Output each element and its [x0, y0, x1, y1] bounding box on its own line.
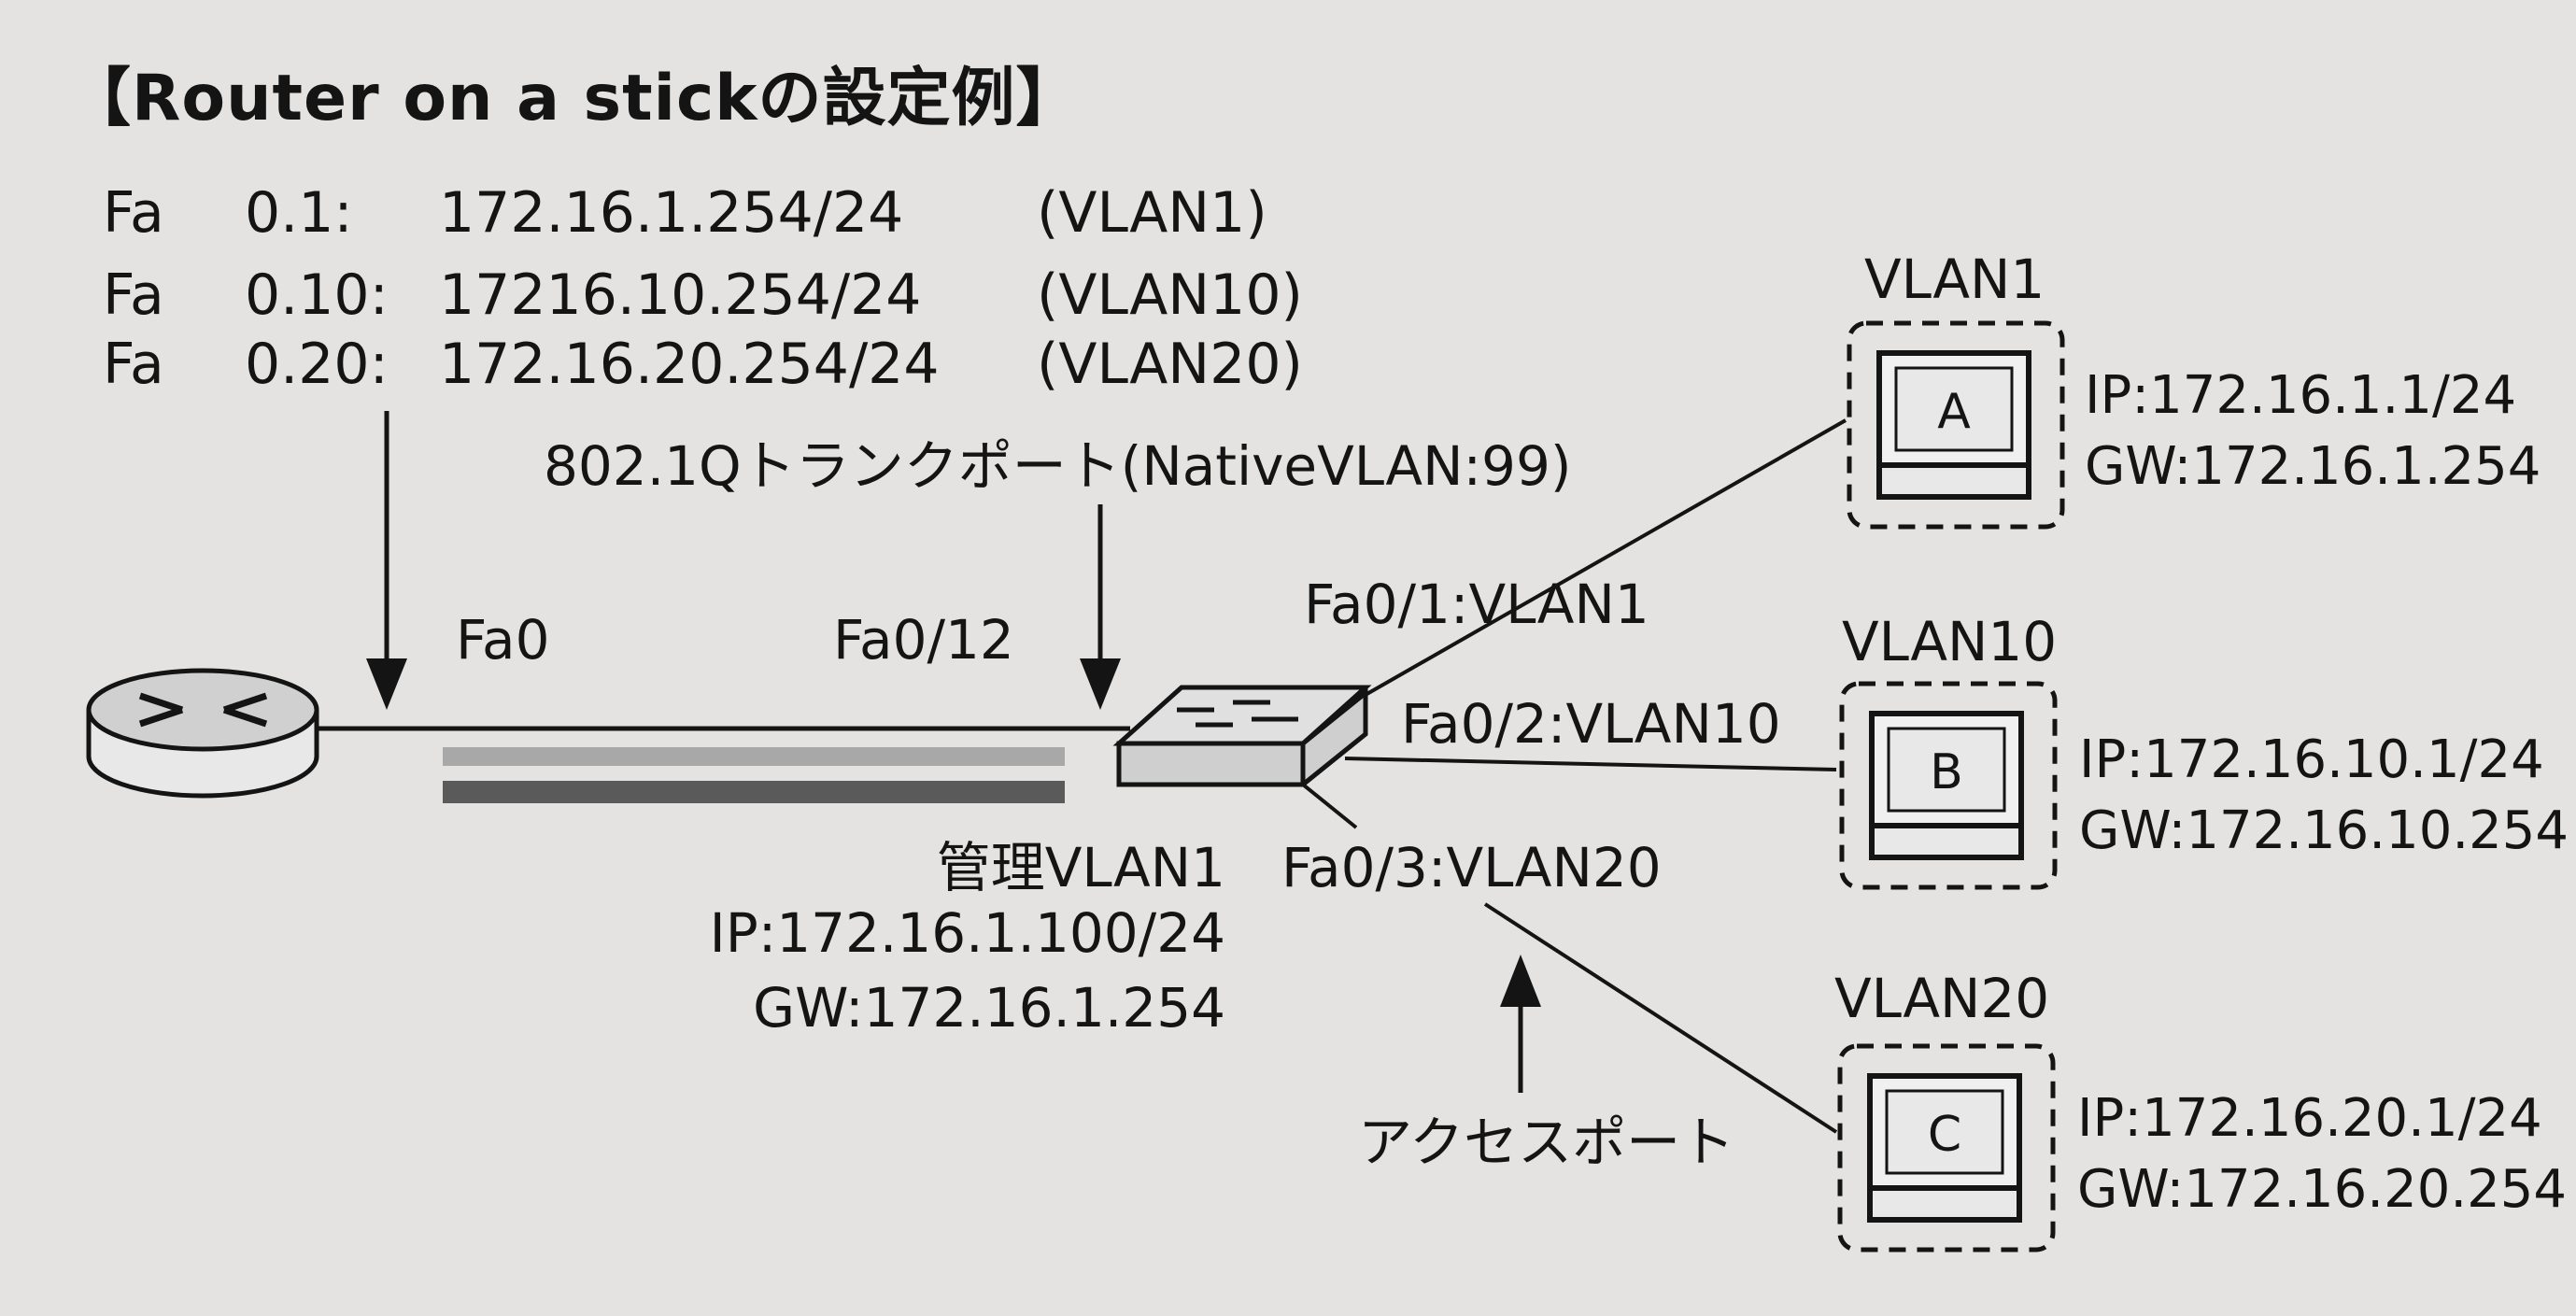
- pc-c-letter: C: [1928, 1107, 1961, 1163]
- trunk-shading: [443, 747, 1065, 766]
- pc-c-ip: IP:172.16.20.1/24: [2077, 1088, 2542, 1149]
- router-icon: [86, 668, 319, 799]
- pc-a-letter: A: [1937, 384, 1971, 440]
- subif-3-vlan: (VLAN20): [1037, 332, 1303, 397]
- pc-a-ip: IP:172.16.1.1/24: [2085, 365, 2517, 426]
- access-port-label: アクセスポート: [1358, 1111, 1735, 1174]
- pc-a-gw: GW:172.16.1.254: [2085, 436, 2541, 497]
- pc-b-ip: IP:172.16.10.1/24: [2079, 729, 2544, 790]
- link-switch-pc-a: [1363, 418, 1847, 698]
- pc-a-vlan-label: VLAN1: [1864, 248, 2045, 311]
- arrow-to-router-port: [366, 411, 407, 710]
- subif-2-prefix: Fa: [103, 262, 164, 328]
- subif-3-prefix: Fa: [103, 332, 164, 397]
- trunk-port-label: 802.1Qトランクポート(NativeVLAN:99): [544, 434, 1572, 498]
- switch-port-3-label: Fa0/3:VLAN20: [1281, 836, 1662, 899]
- arrow-from-access-port-label: [1500, 955, 1541, 1093]
- subif-1-vlan: (VLAN1): [1037, 180, 1267, 246]
- pc-a-icon: A: [1847, 320, 2065, 530]
- pc-b-gw: GW:172.16.10.254: [2079, 800, 2569, 861]
- router-port-label: Fa0: [456, 608, 550, 672]
- management-ip: IP:172.16.1.100/24: [709, 901, 1225, 965]
- pc-b-icon: B: [1839, 681, 2058, 890]
- subif-1-prefix: Fa: [103, 180, 164, 246]
- link-switch-pc-c-2: [1483, 902, 1838, 1134]
- switch-port-2-label: Fa0/2:VLAN10: [1401, 692, 1781, 756]
- pc-c-vlan-label: VLAN20: [1834, 967, 2050, 1030]
- subif-2-vlan: (VLAN10): [1037, 262, 1303, 328]
- pc-c-icon: C: [1837, 1043, 2056, 1252]
- arrow-to-switch-uplink: [1080, 504, 1121, 710]
- link-switch-pc-c: [1301, 783, 1358, 829]
- subif-1-ip: 172.16.1.254/24: [439, 180, 904, 246]
- subif-3-ip: 172.16.20.254/24: [439, 332, 940, 397]
- switch-icon: [1112, 685, 1372, 787]
- diagram-title: 【Router on a stickの設定例】: [67, 62, 1081, 135]
- pc-b-letter: B: [1930, 744, 1963, 800]
- trunk-shading-dark: [443, 781, 1065, 803]
- subif-2-ip: 17216.10.254/24: [439, 262, 922, 328]
- management-gw: GW:172.16.1.254: [753, 976, 1225, 1040]
- subif-1-port: 0.1:: [245, 180, 353, 246]
- pc-b-vlan-label: VLAN10: [1842, 610, 2058, 673]
- pc-c-gw: GW:172.16.20.254: [2077, 1159, 2568, 1220]
- link-switch-pc-b: [1344, 757, 1837, 771]
- management-vlan-title: 管理VLAN1: [936, 836, 1225, 899]
- subif-2-port: 0.10:: [245, 262, 389, 328]
- switch-port-1-label: Fa0/1:VLAN1: [1304, 573, 1649, 636]
- subif-3-port: 0.20:: [245, 332, 389, 397]
- switch-uplink-label: Fa0/12: [833, 608, 1014, 672]
